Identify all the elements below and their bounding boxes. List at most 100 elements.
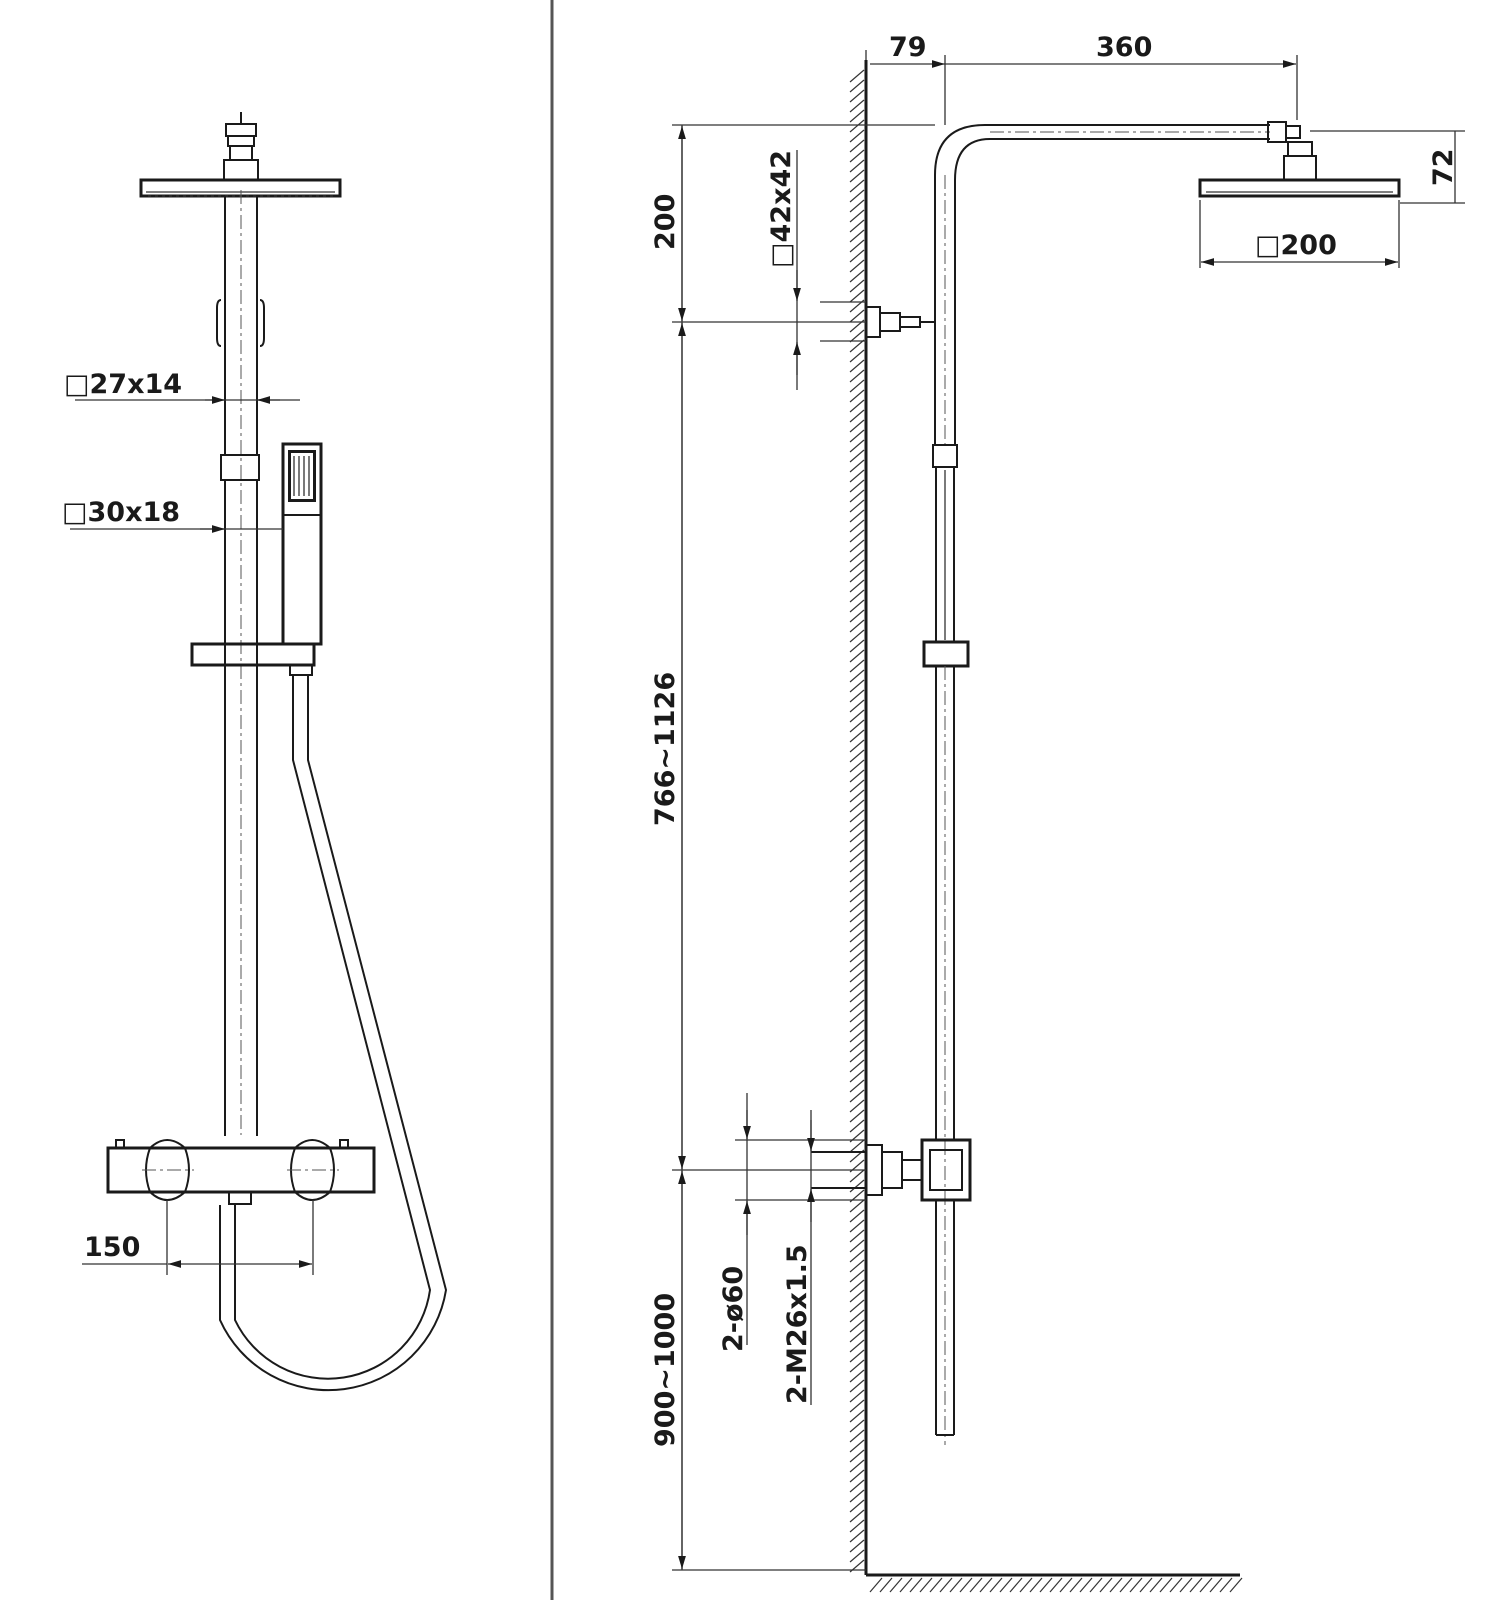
floor-hatch-line xyxy=(1069,1577,1083,1593)
wall-hatch-line xyxy=(849,1269,865,1283)
wall-hatch-line xyxy=(849,849,865,863)
wall-hatch-line xyxy=(849,489,865,503)
floor-hatch-line xyxy=(1009,1577,1023,1593)
dim-rail-range-label: 766~1126 xyxy=(650,672,681,826)
wall-hatch-line xyxy=(849,1229,865,1243)
floor-hatch-line xyxy=(1199,1577,1213,1593)
wall-hatch-line xyxy=(849,389,865,403)
wall-hatch-line xyxy=(849,569,865,583)
wall-hatch-line xyxy=(849,359,865,373)
dim-slide-rail: □27x14 xyxy=(64,369,300,404)
dim-hand-shower: □30x18 xyxy=(62,497,283,533)
wall-hatch-line xyxy=(849,69,865,83)
wall-hatch-line xyxy=(849,1039,865,1053)
wall-hatch-line xyxy=(849,1349,865,1363)
wall-hatch-line xyxy=(849,1549,865,1563)
dim-top-offsets: 79 360 xyxy=(865,32,1298,125)
wall-hatch-line xyxy=(849,1029,865,1043)
wall-hatch-line xyxy=(849,789,865,803)
floor-hatch-line xyxy=(949,1577,963,1593)
wall-hatch-line xyxy=(849,749,865,763)
slide-rail-side xyxy=(922,444,970,1445)
wall-hatch-line xyxy=(849,559,865,573)
wall-hatch-line xyxy=(849,1429,865,1443)
wall-hatch-line xyxy=(849,1119,865,1133)
wall-hatch-line xyxy=(849,1479,865,1493)
floor-hatch-line xyxy=(929,1577,943,1593)
dim-top-bracket-label: □42x42 xyxy=(766,150,797,268)
wall-hatch-line xyxy=(849,259,865,273)
wall-hatch-line xyxy=(849,339,865,353)
floor-hatch-line xyxy=(1229,1577,1243,1593)
hand-shower-holder xyxy=(190,642,316,676)
floor-hatch-line xyxy=(1079,1577,1093,1593)
floor-hatch-line xyxy=(1019,1577,1033,1593)
wall-hatch-line xyxy=(849,1449,865,1463)
floor-hatch-line xyxy=(879,1577,893,1593)
wall-hatch-line xyxy=(849,1069,865,1083)
wall-hatch-line xyxy=(849,379,865,393)
wall-hatch-line xyxy=(849,629,865,643)
thermostatic-mixer-side xyxy=(811,1138,972,1202)
wall-hatch-line xyxy=(849,1469,865,1483)
wall-hatch-line xyxy=(849,239,865,253)
wall-hatch-line xyxy=(849,119,865,133)
wall-hatch-line xyxy=(849,1319,865,1333)
wall-hatch-line xyxy=(849,1299,865,1313)
wall-hatch-line xyxy=(849,529,865,543)
wall-hatch-line xyxy=(849,249,865,263)
floor-hatch-line xyxy=(1169,1577,1183,1593)
floor-hatch-line xyxy=(909,1577,923,1593)
wall-hatch-line xyxy=(849,829,865,843)
floor-hatch-line xyxy=(999,1577,1013,1593)
wall-hatch-line xyxy=(849,189,865,203)
wall-hatch-line xyxy=(849,499,865,513)
wall-hatch-line xyxy=(849,609,865,623)
wall-hatch-line xyxy=(849,1009,865,1023)
wall-hatch-line xyxy=(849,149,865,163)
wall-hatch-line xyxy=(849,1289,865,1303)
wall-hatch-line xyxy=(849,1109,865,1123)
wall-hatch-line xyxy=(849,1279,865,1293)
wall-hatch-line xyxy=(849,899,865,913)
wall-hatch-line xyxy=(849,1059,865,1073)
wall-hatch-line xyxy=(849,1209,865,1223)
wall-hatch-line xyxy=(849,309,865,323)
riser-and-arm-side xyxy=(934,121,1301,445)
floor-hatch-line xyxy=(1029,1577,1043,1593)
dim-mixer-height-label: 900~1000 xyxy=(650,1293,681,1447)
floor-hatch-line xyxy=(919,1577,933,1593)
floor-hatch-line xyxy=(1059,1577,1073,1593)
wall-hatch-line xyxy=(849,1359,865,1373)
wall-hatch-line xyxy=(849,929,865,943)
wall-hatch-line xyxy=(849,1379,865,1393)
dim-inlet-spacing: 150 xyxy=(82,1200,314,1275)
wall-hatch-line xyxy=(849,1309,865,1323)
wall-hatch-line xyxy=(849,469,865,483)
wall-hatch-line xyxy=(849,619,865,633)
floor-hatch-line xyxy=(1109,1577,1123,1593)
wall-hatch-line xyxy=(849,179,865,193)
wall-hatch-line xyxy=(849,549,865,563)
wall-hatch-line xyxy=(849,159,865,173)
wall-hatch-line xyxy=(849,689,865,703)
wall-hatch-line xyxy=(849,1139,865,1153)
floor-hatch-line xyxy=(1189,1577,1203,1593)
wall-hatch-line xyxy=(849,759,865,773)
wall-hatch-line xyxy=(849,1199,865,1213)
wall-hatch-line xyxy=(849,1509,865,1523)
floor-hatch-line xyxy=(1219,1577,1233,1593)
wall-hatch-line xyxy=(849,659,865,673)
wall xyxy=(849,60,1243,1593)
wall-hatch-line xyxy=(849,989,865,1003)
floor-hatch-line xyxy=(1099,1577,1113,1593)
upper-wall-bracket xyxy=(820,301,935,342)
floor-hatch-line xyxy=(1039,1577,1053,1593)
wall-hatch-line xyxy=(849,509,865,523)
wall-hatch-line xyxy=(849,839,865,853)
wall-hatch-line xyxy=(849,139,865,153)
wall-hatch-line xyxy=(849,1089,865,1103)
wall-hatch-line xyxy=(849,1389,865,1403)
wall-hatch-line xyxy=(849,1409,865,1423)
wall-hatch-line xyxy=(849,649,865,663)
